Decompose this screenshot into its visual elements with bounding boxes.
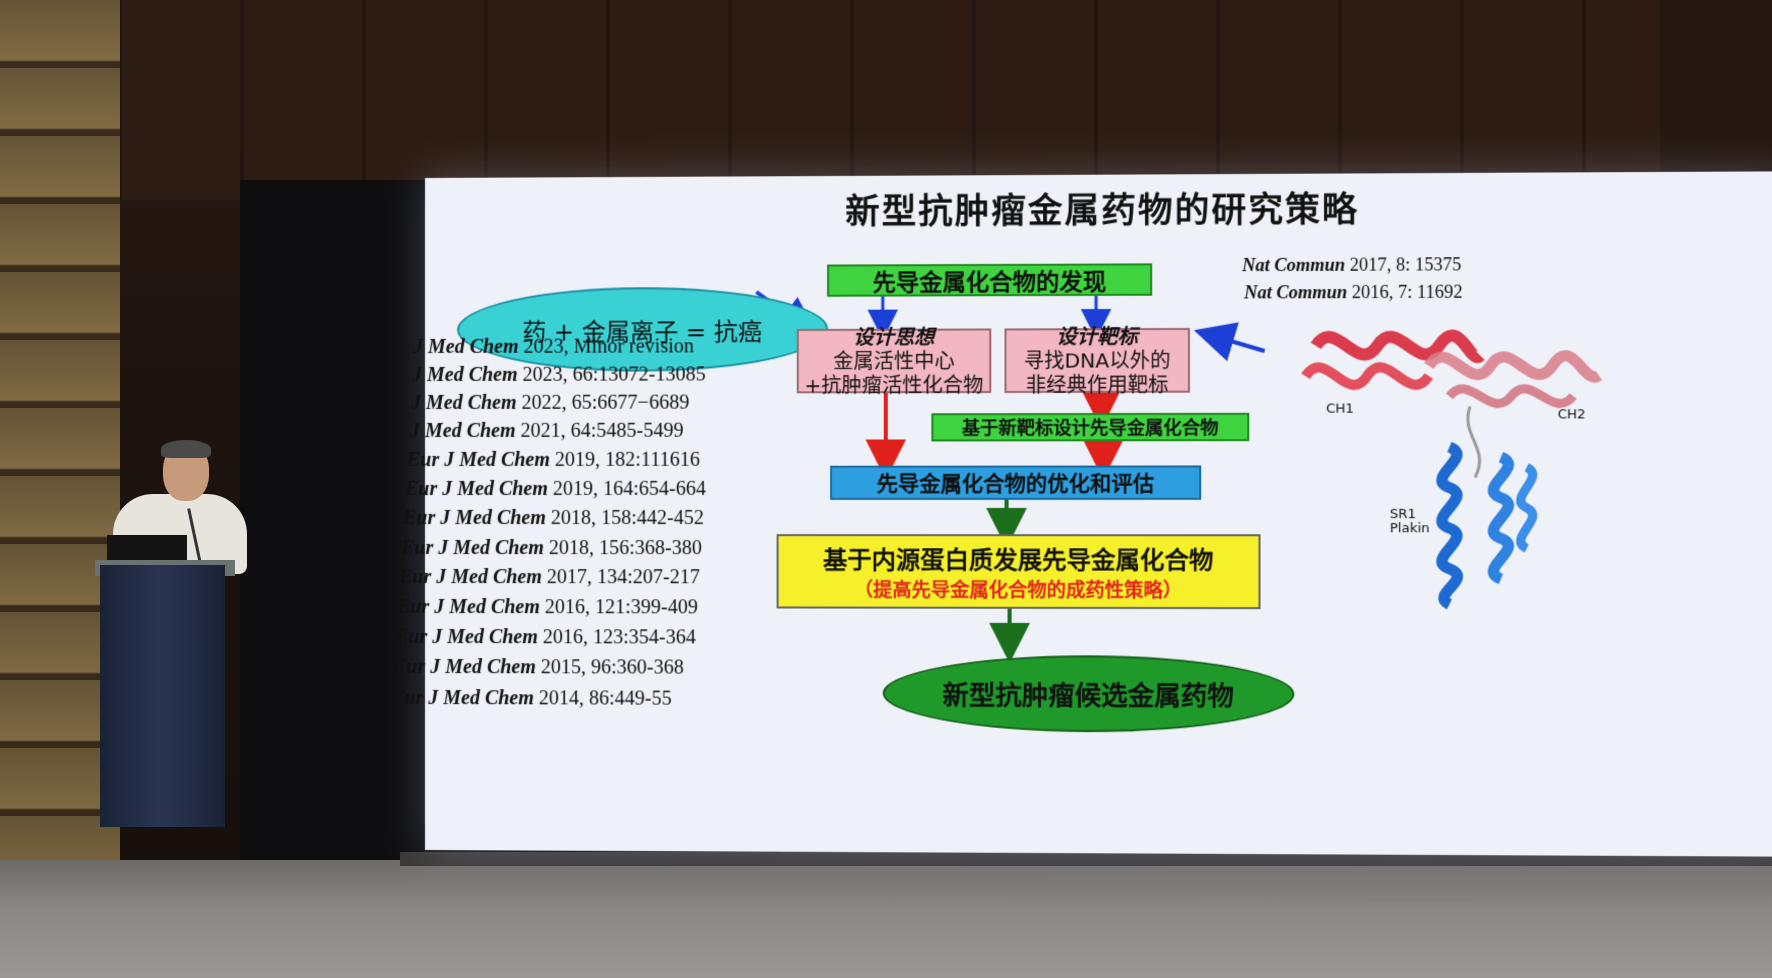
ref-item: Eur J Med Chem 2015, 96:360-368 [393, 655, 684, 679]
design-target-heading: 设计靶标 [1056, 324, 1138, 349]
wood-wall-panels [0, 0, 1772, 200]
protein-structure-image: CH1 CH2 SR1 Plakin [1295, 304, 1614, 630]
design-idea-heading: 设计思想 [853, 324, 935, 349]
ref-item: J Med Chem 2023, 66:13072-13085 [412, 363, 706, 387]
wall-right [1660, 0, 1772, 200]
stage-floor [0, 860, 1772, 978]
ref-item: Eur J Med Chem 2017, 134:207-217 [399, 565, 700, 589]
ch1-helix-ribbon [1316, 336, 1480, 358]
ch1-label: CH1 [1326, 401, 1354, 417]
design-target-box: 设计靶标 寻找DNA以外的 非经典作用靶标 [1004, 324, 1190, 397]
presentation-slide: 新型抗肿瘤金属药物的研究策略 药 + 金属离子 = 抗癌 先导金属化合物的发现 … [425, 171, 1772, 856]
linker-coil [1468, 406, 1480, 477]
stage-edge [400, 852, 1772, 866]
endogenous-protein-box: 基于内源蛋白质发展先导金属化合物 （提高先导金属化合物的成药性策略） [776, 534, 1261, 610]
optimize-box: 先导金属化合物的优化和评估 [830, 465, 1202, 500]
nat-ref-1: Nat Commun 2017, 8: 15375 [1242, 254, 1462, 276]
protein-ribbon-illustration [1295, 304, 1614, 630]
ref-item: Eur J Med Chem 2019, 182:111616 [407, 448, 700, 472]
ref-item: J Med Chem 2021, 64:5485-5499 [410, 419, 684, 443]
nat-ref-2: Nat Commun 2016, 7: 11692 [1244, 281, 1463, 303]
ch1-helix-ribbon [1306, 367, 1429, 385]
arrow-protein-to-target [1213, 336, 1264, 351]
design-target-line1: 寻找DNA以外的 [1023, 348, 1171, 373]
design-target-line2: 非经典作用靶标 [1025, 372, 1169, 397]
ref-item: Eur J Med Chem 2014, 86:449-55 [391, 686, 672, 710]
ref-item: J Med Chem 2022, 65:6677−6689 [411, 391, 690, 415]
new-target-box: 基于新靶标设计先导金属化合物 [931, 412, 1250, 442]
ch2-helix-ribbon [1429, 356, 1599, 378]
ch2-helix-ribbon [1449, 389, 1573, 404]
endogenous-line1: 基于内源蛋白质发展先导金属化合物 [823, 546, 1214, 575]
sr1-helix-ribbon [1521, 467, 1533, 548]
sr1-helix-ribbon [1442, 447, 1457, 604]
sr1-helix-ribbon [1493, 457, 1508, 579]
ch2-label: CH2 [1557, 407, 1586, 423]
drug-plus-metal-ellipse: 药 + 金属离子 = 抗癌 [456, 286, 829, 372]
laptop [107, 535, 187, 563]
ref-item: Eur J Med Chem 2016, 123:354-364 [395, 625, 696, 649]
ref-item: J Med Chem 2023, Minor revision [413, 335, 694, 359]
sr1-plakin-label: SR1 Plakin [1389, 506, 1430, 537]
design-idea-box: 设计思想 金属活性中心 +抗肿瘤活性化合物 [796, 324, 992, 397]
design-idea-line2: +抗肿瘤活性化合物 [804, 372, 984, 398]
ref-item: Eur J Med Chem 2019, 164:654-664 [405, 477, 707, 501]
ref-item: Eur J Med Chem 2016, 121:399-409 [397, 595, 698, 619]
ref-item: Eur J Med Chem 2018, 158:442-452 [403, 506, 704, 530]
lead-discovery-box: 先导金属化合物的发现 [827, 263, 1153, 297]
endogenous-line2: （提高先导金属化合物的成药性策略） [853, 579, 1183, 602]
podium [100, 565, 225, 827]
design-idea-line1: 金属活性中心 [833, 348, 955, 374]
speaker-hair [161, 440, 211, 458]
ref-item: Eur J Med Chem 2018, 156:368-380 [401, 536, 702, 560]
